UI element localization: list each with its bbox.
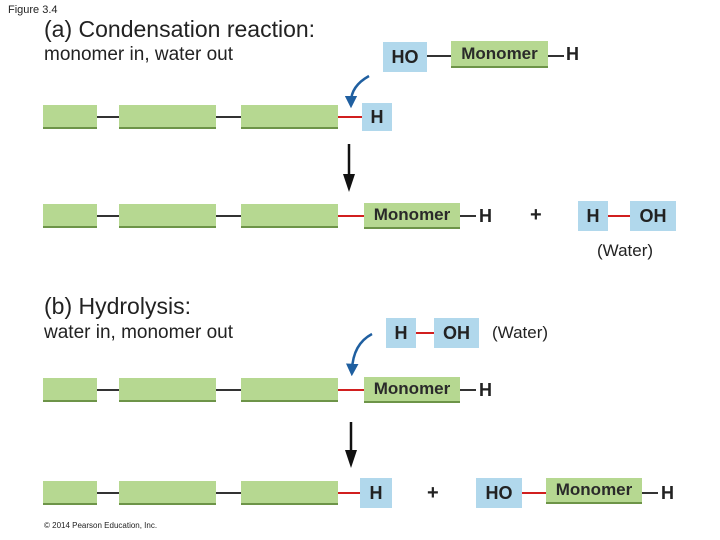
incoming-ho-box: HO	[383, 42, 427, 72]
water-h-box: H	[578, 201, 608, 231]
highlight-bond	[338, 389, 364, 391]
curved-arrow	[344, 74, 370, 109]
curved-arrow	[345, 332, 373, 377]
chain-monomer	[241, 204, 338, 228]
water-label: (Water)	[597, 241, 654, 260]
chain-monomer	[241, 378, 338, 402]
released-h-atom: H	[661, 483, 674, 503]
incoming-monomer: Monomer	[451, 41, 548, 68]
bond	[216, 116, 241, 118]
water-oh-box: OH	[630, 201, 676, 231]
chain-monomer	[119, 204, 216, 228]
chain-monomer	[119, 105, 216, 129]
chain-monomer	[241, 481, 338, 505]
chain-monomer	[119, 481, 216, 505]
highlight-bond	[338, 492, 360, 494]
bond	[216, 492, 241, 494]
bond	[97, 492, 119, 494]
chain-monomer	[43, 378, 97, 402]
highlight-bond	[416, 332, 434, 334]
water-label: (Water)	[492, 323, 549, 342]
bond	[97, 116, 119, 118]
chain-end-h-box: H	[362, 103, 392, 131]
condensation-subtitle: monomer in, water out	[44, 44, 234, 65]
hydrolysis-subtitle: water in, monomer out	[44, 322, 234, 343]
water-oh-box: OH	[434, 318, 479, 348]
highlight-bond	[522, 492, 546, 494]
water-h-box: H	[386, 318, 416, 348]
chain-monomer	[43, 481, 97, 505]
chain-monomer	[43, 204, 97, 228]
copyright-notice: © 2014 Pearson Education, Inc.	[44, 521, 158, 530]
chain-end-h-atom: H	[479, 380, 492, 400]
bond	[460, 215, 476, 217]
plus-sign: +	[530, 204, 542, 226]
bond	[460, 389, 476, 391]
incoming-h-atom: H	[566, 44, 579, 64]
product-h-atom: H	[479, 206, 492, 226]
chain-monomer	[43, 105, 97, 129]
bond	[427, 55, 451, 57]
highlight-bond	[608, 215, 630, 217]
released-monomer: Monomer	[546, 478, 642, 504]
bond	[97, 215, 119, 217]
bond	[548, 55, 564, 57]
bond	[216, 215, 241, 217]
reaction-arrow-head	[343, 174, 355, 192]
hydrolysis-title: (b) Hydrolysis:	[44, 293, 191, 319]
chain-end-monomer: Monomer	[364, 377, 460, 403]
highlight-bond	[338, 116, 362, 118]
condensation-title: (a) Condensation reaction:	[44, 16, 316, 42]
bond	[642, 492, 658, 494]
reaction-arrow-head	[345, 450, 357, 468]
chain-monomer	[241, 105, 338, 129]
plus-sign: +	[427, 482, 439, 504]
released-ho-box: HO	[476, 478, 522, 508]
added-monomer: Monomer	[364, 203, 460, 229]
chain-monomer	[119, 378, 216, 402]
bond	[97, 389, 119, 391]
figure-label: Figure 3.4	[8, 4, 58, 16]
product-h-box: H	[360, 478, 392, 508]
bond	[216, 389, 241, 391]
new-bond	[338, 215, 364, 217]
